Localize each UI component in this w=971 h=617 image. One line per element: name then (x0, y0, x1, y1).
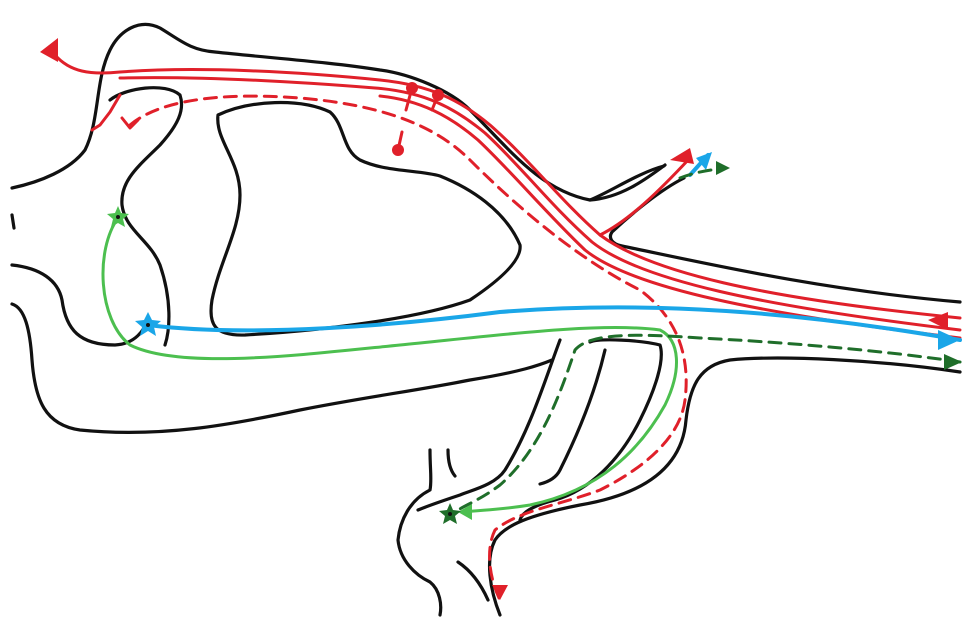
blue-pathway (146, 305, 962, 342)
outline-left-lower-contour (10, 302, 554, 435)
red-arrowhead-icon (670, 148, 694, 164)
outline-branch-lower-edge (608, 176, 962, 304)
red-pathway-group (40, 38, 962, 602)
outline-bottom-stub-right (456, 560, 490, 602)
outline-fork-right-pillar (518, 338, 663, 522)
red-arrowhead-icon (40, 38, 58, 62)
outline-bottom-stub-top (446, 448, 457, 478)
outline-lower-right-contour (488, 356, 962, 617)
light-green-arrowhead-icon (458, 504, 472, 520)
anatomy-outline (10, 22, 962, 617)
red-pathway-solid-3 (378, 94, 962, 340)
dark-green-pathway-group (439, 161, 962, 524)
dark-green-arrowhead-icon (944, 354, 962, 370)
blue-pathway-group (135, 152, 962, 350)
red-neuron-stalks (396, 86, 440, 152)
outline-fork-inner-pillar (538, 348, 607, 486)
blue-arrowhead-icon (938, 330, 960, 350)
red-pathway-dashed-descending (128, 94, 688, 602)
dark-green-pathway-dashed (453, 333, 962, 514)
red-dendrite-fork-right (120, 116, 140, 130)
red-arrowhead-icon (928, 312, 948, 330)
outline-interior-left-island (108, 86, 184, 347)
outline-central-chamber (209, 100, 522, 337)
red-dendrite-fork-left (90, 93, 122, 132)
outline-bottom-stub-left (396, 448, 443, 617)
blue-neuron-nucleus (146, 323, 150, 327)
red-pathway-solid-1 (53, 53, 962, 320)
blue-arrowhead-icon (696, 152, 712, 170)
light-green-pathway-group (101, 206, 678, 520)
red-pathway-branch-up (598, 156, 692, 237)
green-neuron-nucleus (116, 215, 120, 219)
dark-green-arrowhead-icon (716, 161, 730, 175)
light-green-pathway (101, 216, 678, 514)
red-arrowhead-icon (492, 585, 508, 600)
outline-upper-branch-tip (588, 164, 666, 202)
dark-green-neuron-nucleus (448, 512, 452, 516)
red-pathway-solid-2 (118, 76, 962, 332)
outline-fork-left-pillar (416, 338, 562, 512)
outline-left-notch (10, 213, 16, 230)
outline-left-tongue (10, 263, 150, 347)
